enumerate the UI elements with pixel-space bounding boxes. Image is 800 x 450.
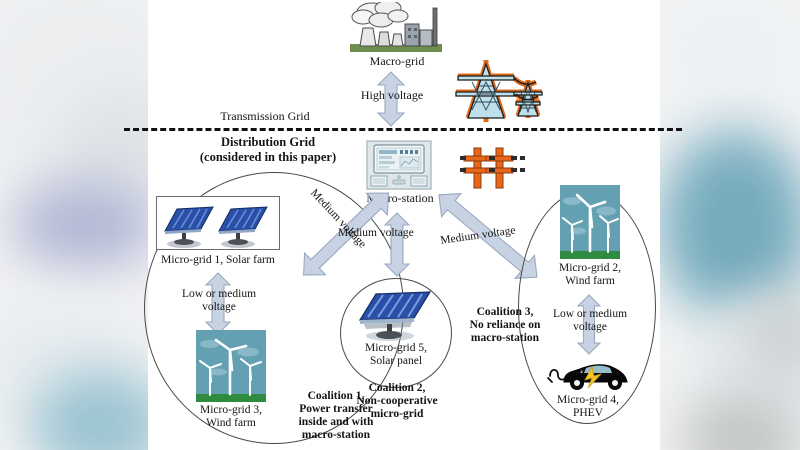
distribution-grid-label-line1: Distribution Grid <box>220 135 316 149</box>
distribution-grid-label-line2: (considered in this paper) <box>199 150 337 164</box>
low-medium-voltage-right-label: Low or medium voltage <box>552 308 628 333</box>
coalition-2-label: Coalition 2, Non-cooperative micro-grid <box>356 382 438 420</box>
high-voltage-label: High voltage <box>360 88 424 102</box>
coalition-3-label: Coalition 3, No reliance on macro-statio… <box>469 306 541 344</box>
microgrid-1-frame <box>156 196 280 250</box>
high-voltage-arrow <box>376 71 406 127</box>
microgrid-3-label: Micro-grid 3, Wind farm <box>200 404 262 429</box>
backdrop-blob <box>660 130 800 320</box>
coalition-2-ellipse <box>340 278 452 388</box>
microgrid-4-phev-car-icon <box>546 356 632 392</box>
low-medium-voltage-left-label: Low or medium voltage <box>181 288 257 313</box>
microgrid-3-wind-farm-icon <box>196 330 266 402</box>
microgrid-2-label: Micro-grid 2, Wind farm <box>559 262 621 287</box>
backdrop-blob <box>10 180 160 270</box>
macro-grid-label: Macro-grid <box>369 54 425 68</box>
medium-voltage-center-arrow <box>383 212 411 278</box>
medium-voltage-center-label: Medium voltage <box>338 227 414 239</box>
macro-grid-powerplant-icon <box>348 0 444 54</box>
medium-voltage-left-arrow <box>296 186 396 282</box>
smart-grid-architecture-diagram: Macro-grid High voltage Transmission Gri… <box>124 0 682 450</box>
transmission-grid-label: Transmission Grid <box>220 109 310 123</box>
microgrid-1-label: Micro-grid 1, Solar farm <box>161 254 275 266</box>
microgrid-4-label: Micro-grid 4, PHEV <box>557 394 619 419</box>
microgrid-5-solar-panel-icon <box>354 288 438 342</box>
backdrop-blob <box>30 370 170 450</box>
solar-farm-icon <box>164 206 268 248</box>
transmission-tower-icon <box>448 52 544 126</box>
macro-station-console-icon <box>366 140 432 190</box>
coalition-1-label: Coalition 1, Power transfer inside and w… <box>298 390 374 441</box>
utility-pole-icon <box>460 146 526 190</box>
low-medium-voltage-right-arrow <box>576 294 602 356</box>
microgrid-2-wind-farm-icon <box>560 185 620 259</box>
backdrop-blob <box>650 0 800 130</box>
grid-boundary-dashed-line <box>124 128 682 131</box>
microgrid-5-label: Micro-grid 5, Solar panel <box>365 342 427 367</box>
